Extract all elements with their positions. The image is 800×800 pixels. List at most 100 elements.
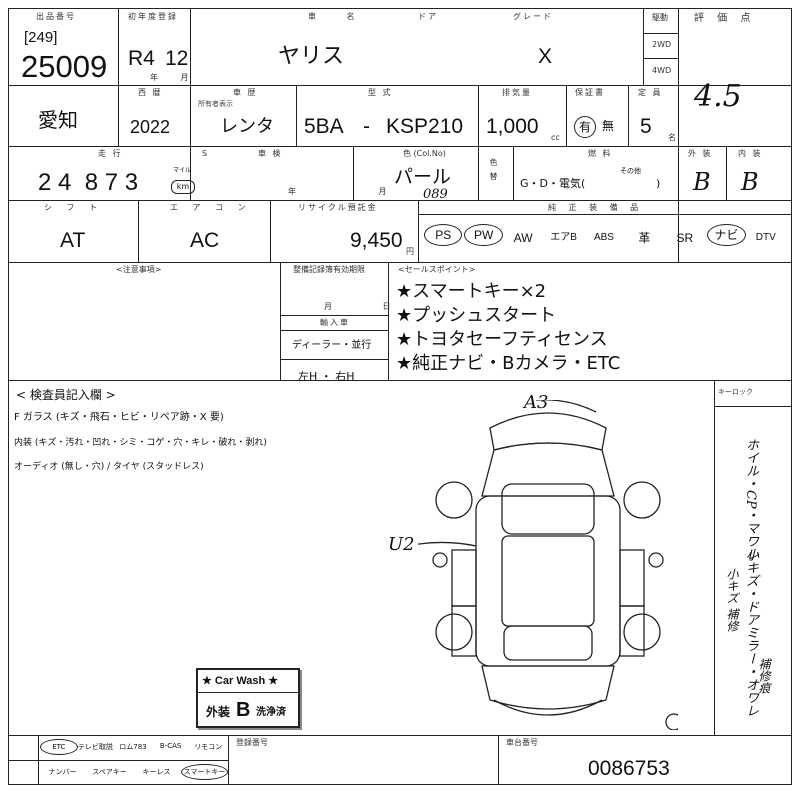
footer-option: B-CAS <box>159 742 182 750</box>
a3-leader-line <box>536 400 597 413</box>
inspector-note-2: 小キズ・ドアミラー・オワレ <box>743 548 758 717</box>
left-door-front <box>451 549 477 607</box>
col-line <box>190 8 192 200</box>
col-line <box>628 85 630 147</box>
inspect-unit: 年 月 <box>288 187 427 196</box>
frame-left <box>8 8 10 785</box>
notes-col-line <box>714 380 716 736</box>
mileage-mile: マイル <box>173 167 192 174</box>
inspector-note-4: 補修痕 <box>757 658 771 694</box>
footer-option: ETC <box>40 739 78 755</box>
col-line <box>270 200 272 262</box>
col-line <box>118 8 120 86</box>
record-unit: 月 日 <box>324 302 415 311</box>
wheel-rear-right <box>623 613 661 651</box>
hood-outline <box>481 442 615 497</box>
import-label: 輸入車 <box>320 318 350 327</box>
col-line <box>280 262 282 380</box>
lock-line <box>714 406 792 408</box>
right-door-rear <box>619 605 645 657</box>
year-label: 西 暦 <box>138 88 163 97</box>
seats: 5 <box>640 115 652 138</box>
fuel-label: 燃 料 <box>588 149 613 158</box>
fuel-close: ) <box>656 177 661 190</box>
recycle: 9,450 <box>350 229 403 252</box>
car-wash-title: ★ Car Wash ★ <box>202 675 279 687</box>
car-name: ヤリス <box>278 44 345 69</box>
recycle-label: リサイクル預託金 <box>298 203 378 212</box>
equip-item: PS <box>424 224 463 246</box>
warranty-no: 無 <box>602 119 615 133</box>
wheel-rear-left <box>435 613 473 651</box>
steering: 左H ・ 右H <box>298 370 355 383</box>
col-line <box>643 8 645 86</box>
shift: AT <box>60 229 86 252</box>
drive-line <box>643 58 679 60</box>
col-line <box>38 735 40 785</box>
drive-label: 駆動 <box>652 13 668 22</box>
inspector-note-3: 小キズ 補修 <box>725 568 739 632</box>
col-line <box>388 262 390 380</box>
score: 4.5 <box>694 79 742 114</box>
color-label: 色 (Col.No) <box>403 149 446 158</box>
lot-number: 25009 <box>21 49 108 84</box>
footer-option: キーレス <box>142 768 171 776</box>
row-divider-2 <box>8 146 792 148</box>
sales-point-3: ★トヨタセーフティセンス <box>396 329 608 350</box>
equip-label: 純 正 装 備 品 <box>548 203 644 212</box>
dealer-line <box>280 359 388 361</box>
fuel-opts: G・D・電気( <box>520 177 586 190</box>
wheel-front-left <box>435 481 473 519</box>
col-line <box>118 85 120 147</box>
col-line <box>566 85 568 147</box>
wheel-front-right <box>623 481 661 519</box>
row-divider-3 <box>8 200 792 202</box>
displacement: 1,000 <box>486 115 539 138</box>
car-damage-diagram <box>418 400 678 730</box>
model-dash: - <box>363 115 370 138</box>
right-door-front <box>619 549 645 607</box>
row-divider-1 <box>8 85 792 87</box>
equip-item: DTV <box>755 232 776 243</box>
reg-month: 12 <box>165 47 189 70</box>
inspection-interior: 内装 (キズ・汚れ・凹れ・シミ・コゲ・穴・キレ・破れ・剥れ) <box>14 438 267 448</box>
footer-option: スマートキー <box>181 764 228 780</box>
equip-item: ABS <box>593 232 614 243</box>
mirror-right <box>648 552 664 568</box>
row-divider-5 <box>8 380 792 382</box>
equip-item: PW <box>464 224 503 246</box>
model: KSP210 <box>386 115 464 138</box>
equip-item: 革 <box>638 231 651 245</box>
ext-label: 外 装 <box>688 149 713 158</box>
caution-label: <注意事項> <box>116 265 162 274</box>
import-line <box>280 330 388 332</box>
color-change: 色替 <box>489 158 498 186</box>
reg-unit: 年 月 <box>150 73 199 82</box>
col-line <box>498 735 500 785</box>
int-grade: B <box>741 168 759 196</box>
badge-prefix: 外装 <box>206 705 231 719</box>
footer-option: テレビ取説 <box>77 743 113 751</box>
u2-leader-line <box>418 541 477 547</box>
sales-label: <セールスポイント> <box>398 265 476 274</box>
roof-outline <box>501 535 595 627</box>
use: レンタ <box>220 116 274 137</box>
reg-label: 初年度登録 <box>128 12 178 21</box>
use-label: 車 歴 <box>233 88 258 97</box>
chassis-label: 車台番号 <box>506 738 538 747</box>
meter-label: S <box>202 149 210 158</box>
color-code: 089 <box>423 187 448 202</box>
col-line <box>678 8 680 146</box>
frame-right <box>791 8 793 785</box>
spare-tire <box>665 713 678 730</box>
lot-label: 出品番号 <box>36 12 76 21</box>
seats-label: 定 員 <box>638 88 663 97</box>
model-prefix: 5BA <box>304 115 344 138</box>
year: 2022 <box>130 117 171 137</box>
equip-item: SR <box>676 231 694 245</box>
inspect-label: 車 検 <box>258 149 283 158</box>
disp-unit: cc <box>551 133 560 142</box>
record-label: 整備記録簿有効期限 <box>293 265 365 274</box>
ac: AC <box>190 229 220 252</box>
col-line <box>478 85 480 147</box>
